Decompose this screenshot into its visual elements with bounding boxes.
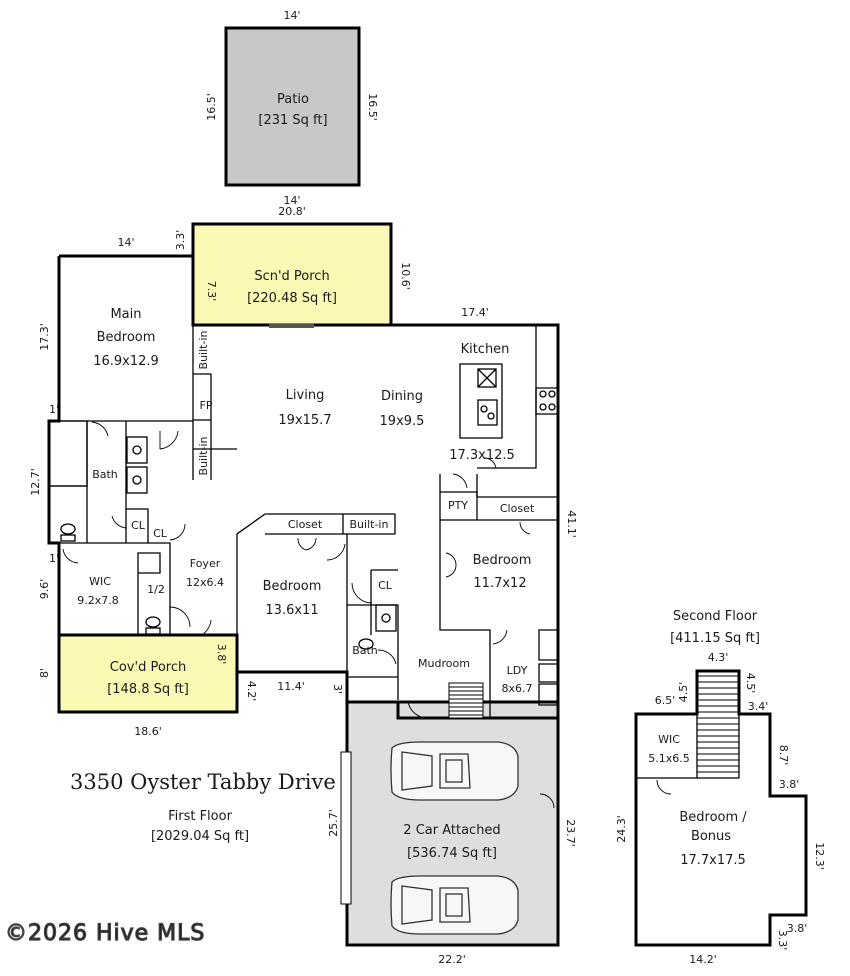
main-bedroom-label-1: Main xyxy=(110,307,141,322)
foyer-size: 12x6.4 xyxy=(186,576,224,589)
covered-porch-area-label: [148.8 Sq ft] xyxy=(107,682,189,697)
laundry-size: 8x6.7 xyxy=(501,682,532,695)
dim-up-notch-a: 3.8' xyxy=(787,922,808,935)
dim-garage-left: 25.7' xyxy=(327,809,340,837)
built-in-label-1: Built-in xyxy=(197,331,210,370)
pantry-label: PTY xyxy=(448,499,468,512)
patio-label: Patio xyxy=(277,92,309,107)
covered-porch-label: Cov'd Porch xyxy=(110,660,186,675)
screened-porch-label: Scn'd Porch xyxy=(254,269,329,284)
bath2-label: Bath xyxy=(352,644,378,657)
dim-cov-right: 3.8' xyxy=(215,644,228,665)
bedroom3-size: 11.7x12 xyxy=(473,576,526,591)
laundry-label: LDY xyxy=(507,664,528,677)
garage-area-label: [536.74 Sq ft] xyxy=(407,846,497,861)
dim-step-b: 1' xyxy=(49,552,59,565)
dim-main-top: 14' xyxy=(117,236,134,249)
dim-up-stair-top: 4.3' xyxy=(708,651,729,664)
foyer-label: Foyer xyxy=(190,557,221,570)
bedroom3-label: Bedroom xyxy=(473,553,532,568)
doors xyxy=(62,421,555,809)
dim-wic-left: 9.6' xyxy=(38,579,51,600)
watermark: ©2026 Hive MLS xyxy=(5,921,205,946)
dim-up-right-b: 3.8' xyxy=(779,778,800,791)
fixtures xyxy=(60,368,556,905)
main-bedroom-size: 16.9x12.9 xyxy=(93,354,159,369)
dim-bath-left: 12.7' xyxy=(29,468,42,496)
car-top xyxy=(390,741,519,801)
living-label: Living xyxy=(286,388,325,403)
bonus-size: 17.7x17.5 xyxy=(680,853,746,868)
dim-porch-left: 7.3' xyxy=(205,281,218,302)
upper-wic-label: WIC xyxy=(658,733,680,746)
dim-up-stair-left: 4.5' xyxy=(677,682,690,703)
wic-label: WIC xyxy=(89,575,111,588)
dim-up-left: 24.3' xyxy=(615,815,628,843)
dim-up-left-top: 6.5' xyxy=(655,694,676,707)
built-in-label-2: Built-in xyxy=(197,437,210,476)
screened-porch-area xyxy=(191,222,393,327)
patio-area xyxy=(224,26,361,187)
bedroom2-size: 13.6x11 xyxy=(265,603,318,618)
dim-cov-bottom: 18.6' xyxy=(134,725,162,738)
fireplace-label: FP xyxy=(200,399,213,412)
main-bath-label: Bath xyxy=(92,468,118,481)
closet-label-2: CL xyxy=(153,527,168,540)
garage-label: 2 Car Attached xyxy=(403,823,500,838)
screened-porch-area-label: [220.48 Sq ft] xyxy=(247,291,337,306)
first-floor-area: [2029.04 Sq ft] xyxy=(151,829,249,844)
dim-kitchen-top: 17.4' xyxy=(461,306,489,319)
dim-cov-left: 8' xyxy=(38,668,51,678)
dim-up-right-top: 3.4' xyxy=(748,700,769,713)
first-floor-label: First Floor xyxy=(168,809,232,824)
second-floor-label: Second Floor xyxy=(673,609,758,624)
dim-patio-right: 16.5' xyxy=(366,93,379,121)
covered-porch-area xyxy=(57,633,239,714)
dim-up-right-c: 12.3' xyxy=(813,842,826,870)
dim-porch-top: 20.8' xyxy=(278,205,306,218)
dim-patio-top: 14' xyxy=(283,9,300,22)
patio-area-label: [231 Sq ft] xyxy=(258,113,327,128)
mudroom-label: Mudroom xyxy=(418,657,470,670)
dim-up-bottom: 14.2' xyxy=(689,953,717,966)
car-bottom xyxy=(390,875,519,935)
second-floor-walls xyxy=(634,669,808,947)
closet-label-4: CL xyxy=(378,579,393,592)
dim-patio-left: 16.5' xyxy=(205,93,218,121)
dim-porch-offset: 3.3' xyxy=(174,230,187,251)
dim-garage-right: 23.7' xyxy=(564,819,577,847)
second-floor-area: [411.15 Sq ft] xyxy=(670,631,760,646)
first-floor-walls xyxy=(47,254,560,720)
bonus-label-1: Bedroom / xyxy=(679,810,747,825)
closet-label-3: Closet xyxy=(288,518,323,531)
dim-main-left: 17.3' xyxy=(38,323,51,351)
address-title: 3350 Oyster Tabby Drive xyxy=(70,770,336,794)
dining-label: Dining xyxy=(381,389,423,404)
bedroom2-label: Bedroom xyxy=(263,579,322,594)
half-bath-label: 1/2 xyxy=(147,583,165,596)
dim-up-stair-right: 4.5' xyxy=(744,673,757,694)
dim-patio-bottom: 14' xyxy=(283,194,300,207)
closet-label-1: CL xyxy=(131,519,146,532)
main-bedroom-label-2: Bedroom xyxy=(97,330,156,345)
kitchen-size: 17.3x12.5 xyxy=(449,448,515,463)
dining-size: 19x9.5 xyxy=(380,414,425,429)
dim-up-notch-b: 3.3' xyxy=(776,930,789,951)
dim-garage-step: 3' xyxy=(331,684,344,694)
dim-garage-bottom: 22.2' xyxy=(438,953,466,966)
upper-wic-size: 5.1x6.5 xyxy=(648,752,690,765)
dim-foyer-step: 4.2' xyxy=(245,681,258,702)
living-size: 19x15.7 xyxy=(278,413,331,428)
dim-up-right-a: 8.7' xyxy=(777,745,790,766)
wic-size: 9.2x7.8 xyxy=(77,594,119,607)
bonus-label-2: Bonus xyxy=(691,829,731,844)
kitchen-label: Kitchen xyxy=(461,342,510,357)
dim-porch-right: 10.6' xyxy=(399,262,412,290)
built-in-label-3: Built-in xyxy=(350,518,389,531)
dim-east-wall: 41.1' xyxy=(565,510,578,538)
closet-label-5: Closet xyxy=(500,502,535,515)
dim-garage-top: 11.4' xyxy=(277,680,305,693)
dim-step-a: 1' xyxy=(49,403,59,416)
